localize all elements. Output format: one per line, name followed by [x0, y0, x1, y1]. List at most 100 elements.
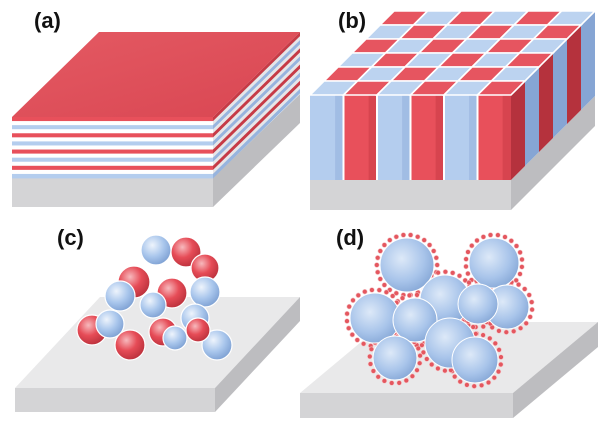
red-nanoparticle — [381, 282, 388, 288]
red-nanoparticle — [433, 255, 439, 261]
red-nanoparticle — [517, 249, 523, 256]
red-nanoparticle — [362, 289, 368, 295]
red-nanoparticle — [369, 287, 375, 293]
column-side-b — [511, 81, 525, 180]
red-nanoparticle — [383, 289, 390, 295]
red-sphere — [185, 317, 211, 343]
red-nanoparticle — [502, 234, 508, 240]
red-nanoparticle — [492, 340, 498, 347]
particle-cluster-d — [349, 237, 530, 384]
red-nanoparticle — [470, 324, 476, 330]
red-nanoparticle — [415, 234, 421, 240]
substrate-c-side — [215, 297, 300, 412]
red-nanoparticle — [466, 279, 472, 286]
red-nanoparticle — [464, 382, 470, 388]
blue-sphere-large — [349, 292, 401, 344]
red-nanoparticle — [376, 287, 382, 293]
red-nanoparticle — [381, 378, 388, 384]
red-nanoparticle — [517, 325, 524, 331]
layer-front-a — [12, 141, 213, 146]
red-nanoparticle — [465, 249, 471, 255]
red-nanoparticle — [426, 242, 433, 248]
red-nanoparticle — [471, 383, 477, 389]
red-nanoparticle — [350, 297, 356, 303]
red-nanoparticle — [346, 303, 352, 310]
blue-sphere — [201, 329, 233, 361]
blue-sphere — [140, 234, 172, 266]
red-nanoparticle — [349, 332, 355, 338]
layer-front-a — [12, 145, 213, 150]
column-shade-b — [435, 95, 444, 180]
red-nanoparticle — [495, 232, 501, 238]
red-nanoparticle — [519, 264, 525, 270]
layer-side-a — [213, 72, 300, 163]
red-nanoparticle — [511, 328, 517, 334]
red-nanoparticle — [526, 292, 532, 298]
layer-side-a — [213, 32, 300, 122]
red-nanoparticle — [508, 238, 514, 244]
panel-label-c: (c) — [57, 225, 84, 250]
red-nanoparticle — [399, 295, 406, 301]
substrate-c-front — [15, 388, 215, 412]
layer-front-a — [12, 157, 213, 163]
red-nanoparticle — [529, 306, 535, 313]
red-nanoparticle — [415, 345, 421, 352]
blue-sphere — [104, 280, 136, 312]
red-nanoparticle — [396, 380, 402, 386]
column-shade-b — [502, 95, 511, 180]
red-nanoparticle — [435, 365, 441, 372]
red-nanoparticle — [375, 255, 381, 261]
red-nanoparticle — [355, 292, 361, 298]
column-side-b — [525, 67, 539, 166]
layer-front-a — [12, 121, 213, 126]
red-nanoparticle — [414, 367, 420, 373]
red-nanoparticle — [521, 286, 528, 292]
red-nanoparticle — [360, 341, 367, 347]
red-nanoparticle — [374, 262, 380, 268]
blue-sphere-large — [392, 297, 438, 343]
red-nanoparticle — [417, 360, 423, 366]
column-side-b — [553, 39, 567, 138]
layer-front-a — [12, 117, 213, 122]
layer-side-a — [213, 36, 300, 126]
panel-a: (a) — [12, 8, 300, 207]
red-nanoparticle — [465, 270, 471, 277]
panel-label-a: (a) — [34, 8, 61, 33]
red-nanoparticle — [429, 361, 435, 368]
layer-front-a — [12, 133, 213, 138]
red-nanoparticle — [523, 320, 529, 326]
red-nanoparticle — [421, 237, 427, 243]
column-array-b — [308, 10, 597, 180]
red-nanoparticle — [370, 368, 377, 374]
red-nanoparticle — [463, 256, 469, 262]
layer-side-a — [213, 88, 300, 179]
red-nanoparticle — [480, 234, 487, 240]
layer-side-a — [213, 80, 300, 171]
red-nanoparticle — [448, 367, 454, 373]
red-nanoparticle — [495, 368, 502, 375]
layer-side-a — [213, 60, 300, 150]
layer-side-a — [213, 68, 300, 159]
top-layer-a — [12, 32, 300, 117]
red-nanoparticle — [478, 382, 485, 388]
red-nanoparticle — [498, 361, 504, 368]
red-nanoparticle — [528, 299, 535, 305]
panel-label-b: (b) — [338, 8, 366, 33]
red-nanoparticle — [367, 361, 374, 367]
blue-sphere — [189, 276, 221, 308]
layer-front-a — [12, 129, 213, 134]
red-nanoparticle — [354, 337, 360, 343]
red-nanoparticle — [346, 325, 352, 331]
red-nanoparticle — [367, 353, 373, 360]
red-nanoparticle — [519, 256, 525, 263]
red-nanoparticle — [513, 277, 519, 283]
red-nanoparticle — [442, 269, 449, 275]
red-nanoparticle — [527, 314, 533, 320]
red-nanoparticle — [480, 323, 486, 330]
red-nanoparticle — [377, 248, 383, 254]
red-nanoparticle — [393, 234, 399, 240]
panel-c: (c) — [15, 225, 300, 412]
red-nanoparticle — [344, 318, 350, 324]
red-nanoparticle — [485, 379, 492, 386]
